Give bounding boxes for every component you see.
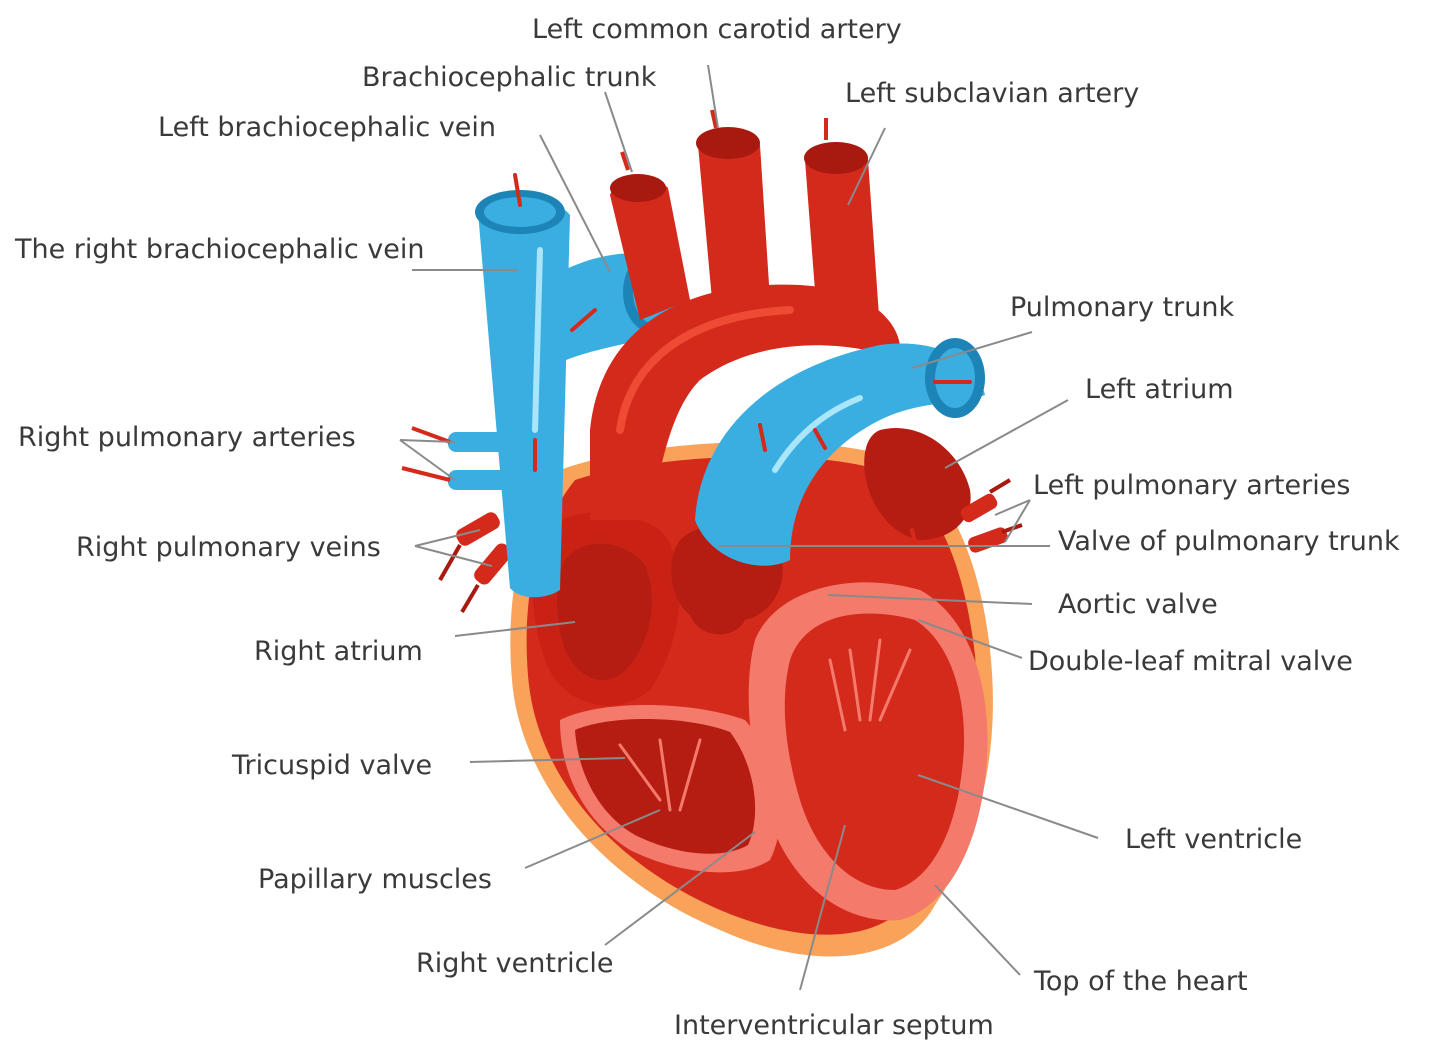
label-double-leaf-mitral-valve: Double-leaf mitral valve xyxy=(1028,646,1353,677)
label-valve-of-pulmonary-trunk: Valve of pulmonary trunk xyxy=(1058,526,1400,557)
leader-brachiocephalic-trunk xyxy=(605,92,632,172)
pulmonary-trunk-opening-inner xyxy=(935,348,975,408)
label-brachiocephalic-trunk: Brachiocephalic trunk xyxy=(362,62,657,93)
label-left-brachiocephalic-vein: Left brachiocephalic vein xyxy=(158,112,496,143)
right-brachiocephalic-vein-shape xyxy=(478,200,570,598)
heart-illustration xyxy=(402,110,1022,956)
label-right-atrium: Right atrium xyxy=(254,636,423,667)
label-left-atrium: Left atrium xyxy=(1085,374,1234,405)
leader-top-of-the-heart xyxy=(935,885,1020,975)
label-left-subclavian-artery: Left subclavian artery xyxy=(845,78,1139,109)
label-left-common-carotid-artery: Left common carotid artery xyxy=(532,14,902,45)
label-right-pulmonary-veins: Right pulmonary veins xyxy=(76,532,381,563)
label-right-brachiocephalic-vein: The right brachiocephalic vein xyxy=(14,234,424,265)
label-left-ventricle: Left ventricle xyxy=(1125,824,1302,855)
label-top-of-the-heart: Top of the heart xyxy=(1033,966,1248,997)
label-right-pulmonary-arteries: Right pulmonary arteries xyxy=(18,422,356,453)
label-papillary-muscles: Papillary muscles xyxy=(258,864,492,895)
label-tricuspid-valve: Tricuspid valve xyxy=(231,750,432,781)
label-right-ventricle: Right ventricle xyxy=(416,948,614,979)
right-pulmonary-arteries-shape xyxy=(402,428,508,490)
label-aortic-valve: Aortic valve xyxy=(1058,589,1218,620)
leader-right-pulmonary-veins-2 xyxy=(415,546,492,566)
label-pulmonary-trunk: Pulmonary trunk xyxy=(1010,292,1234,323)
right-pulmonary-veins-shape xyxy=(440,510,515,612)
label-interventricular-septum: Interventricular septum xyxy=(674,1010,994,1040)
label-left-pulmonary-arteries: Left pulmonary arteries xyxy=(1033,470,1350,501)
